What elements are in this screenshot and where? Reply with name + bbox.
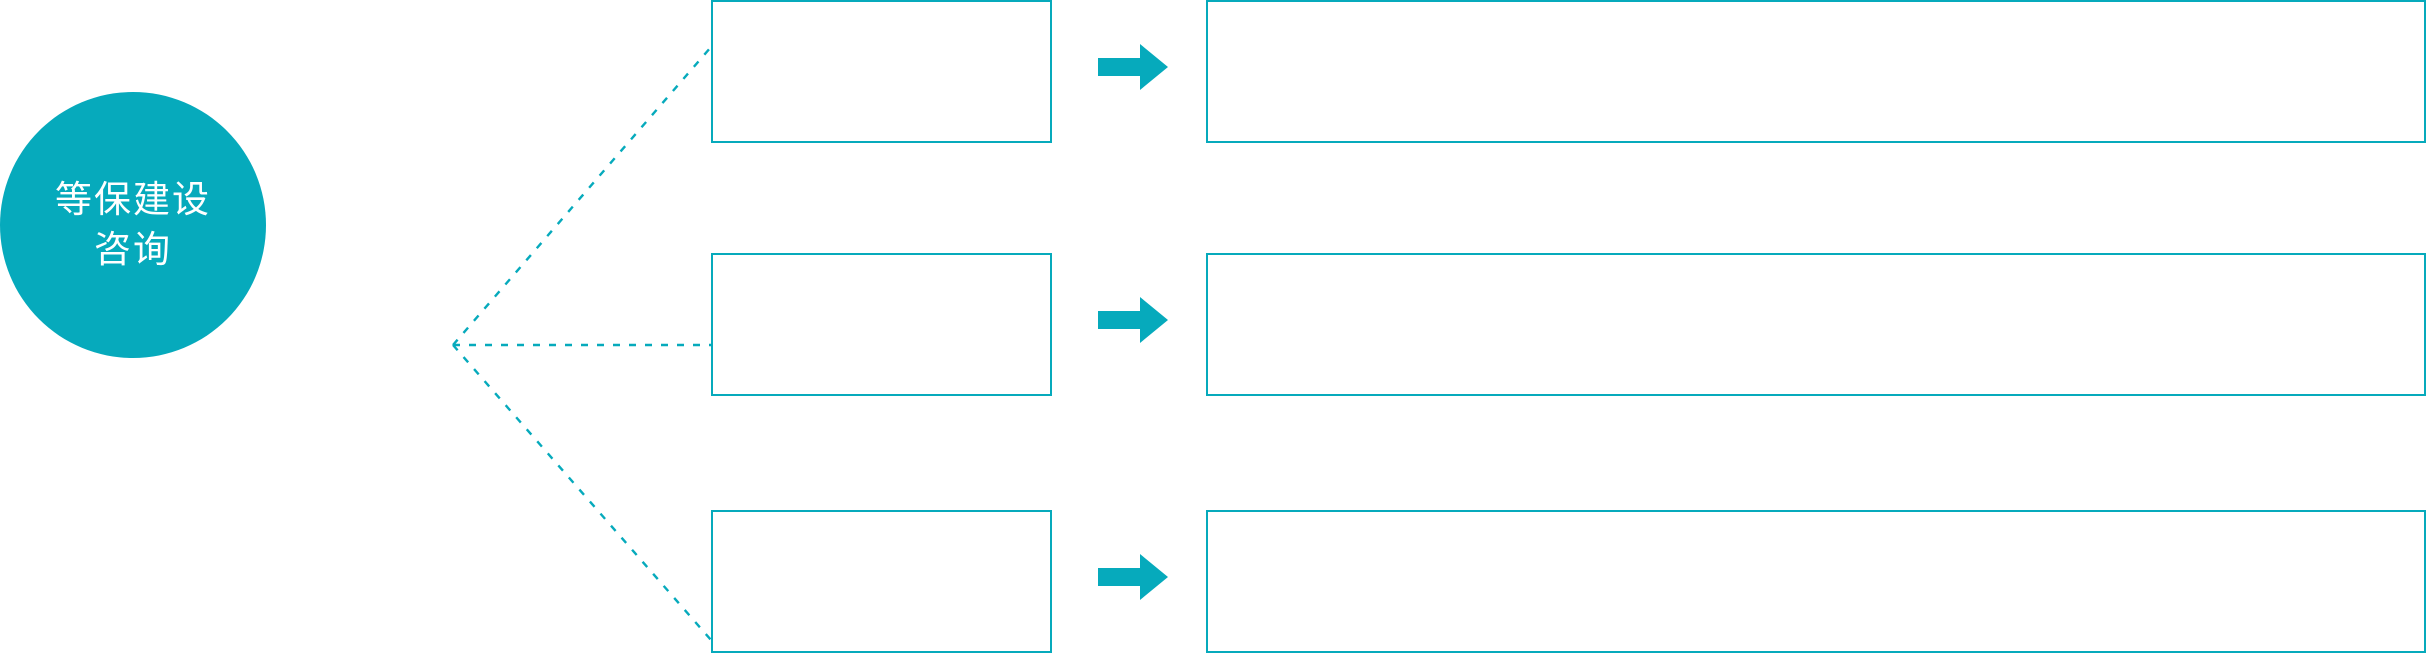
row-3 <box>0 510 2434 653</box>
hub-circle[interactable]: 等保建设 咨询 <box>0 92 266 358</box>
detail-box-3[interactable] <box>1206 510 2426 653</box>
hub-label-line-2: 咨询 <box>94 229 172 270</box>
label-box-2[interactable] <box>711 253 1052 396</box>
detail-box-2[interactable] <box>1206 253 2426 396</box>
label-box-1[interactable] <box>711 0 1052 143</box>
arrow-icon-2 <box>1098 297 1168 343</box>
row-2 <box>0 253 2434 396</box>
hub-label-line-1: 等保建设 <box>55 179 211 220</box>
detail-box-1[interactable] <box>1206 0 2426 143</box>
arrow-icon-3 <box>1098 554 1168 600</box>
row-1 <box>0 0 2434 143</box>
label-box-3[interactable] <box>711 510 1052 653</box>
arrow-icon-1 <box>1098 44 1168 90</box>
